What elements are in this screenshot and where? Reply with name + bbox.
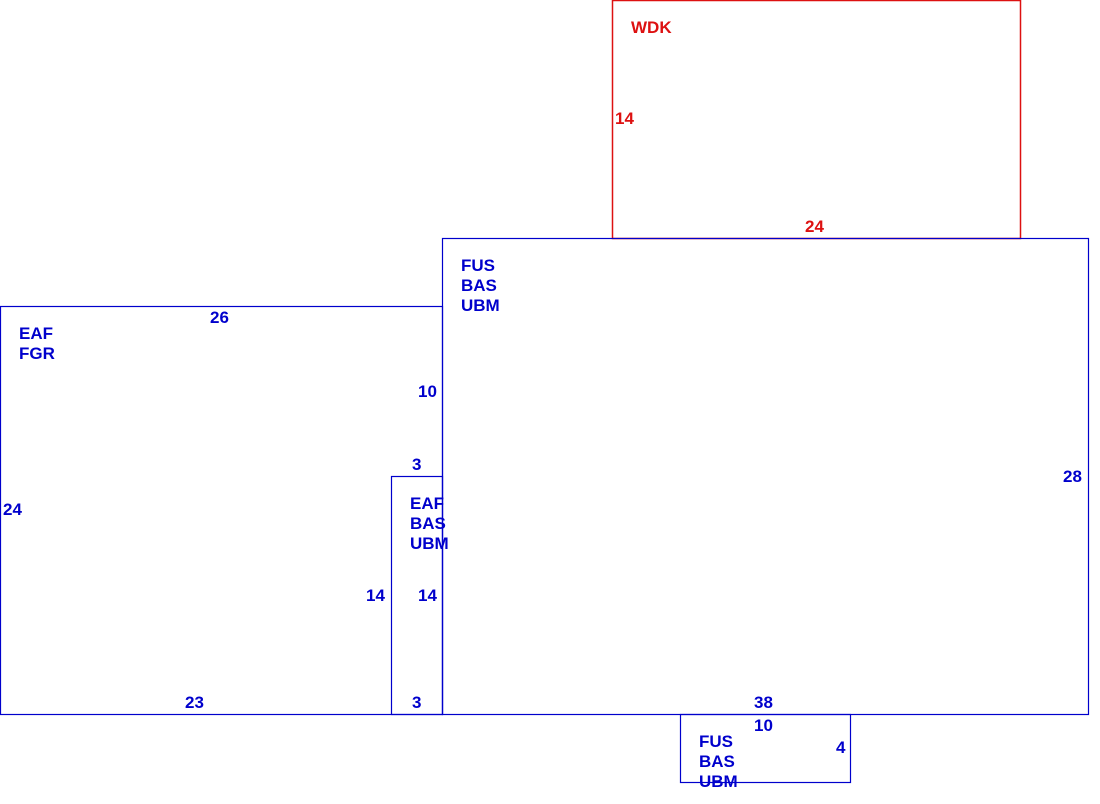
room-left-dim-top: 26 bbox=[210, 308, 229, 327]
room-main-label-line-3: UBM bbox=[461, 296, 500, 315]
room-bottom-label-line-1: FUS bbox=[699, 732, 733, 751]
room-narrow-label-line-3: UBM bbox=[410, 534, 449, 553]
room-left-dim-bottom: 23 bbox=[185, 693, 204, 712]
room-wdk: WDK 14 24 bbox=[611, 0, 1022, 240]
room-bottom-label-line-2: BAS bbox=[699, 752, 735, 771]
room-left-dim-left: 24 bbox=[3, 500, 22, 519]
room-bottom-outline bbox=[679, 713, 852, 784]
room-left-dim-right-upper: 10 bbox=[418, 382, 437, 401]
room-main-label-line-1: FUS bbox=[461, 256, 495, 275]
room-narrow-dim-bottom: 3 bbox=[412, 693, 421, 712]
room-main-dim-bottom: 38 bbox=[754, 693, 773, 712]
room-left-outline bbox=[0, 305, 444, 716]
room-bottom-dim-top: 10 bbox=[754, 716, 773, 735]
room-main-label-line-2: BAS bbox=[461, 276, 497, 295]
room-bottom-label-line-3: UBM bbox=[699, 772, 738, 791]
room-narrow-label-line-1: EAF bbox=[410, 494, 444, 513]
room-bottom: 10 4 FUS BAS UBM bbox=[679, 713, 852, 791]
room-narrow: EAF BAS UBM 3 14 14 3 bbox=[366, 455, 449, 716]
room-wdk-dim-left: 14 bbox=[615, 109, 634, 128]
room-main-dim-right: 28 bbox=[1063, 467, 1082, 486]
room-bottom-dim-right: 4 bbox=[836, 738, 846, 757]
room-left-label-line-2: FGR bbox=[19, 344, 55, 363]
room-narrow-dim-top: 3 bbox=[412, 455, 421, 474]
room-wdk-dim-bottom: 24 bbox=[805, 217, 824, 236]
room-left-label-line-1: EAF bbox=[19, 324, 53, 343]
room-wdk-label-line-1: WDK bbox=[631, 18, 672, 37]
room-narrow-dim-right: 14 bbox=[418, 586, 437, 605]
room-main: FUS BAS UBM 28 38 bbox=[441, 237, 1090, 716]
room-narrow-dim-left: 14 bbox=[366, 586, 385, 605]
room-left: EAF FGR 26 24 23 10 bbox=[0, 305, 444, 716]
room-wdk-outline bbox=[611, 0, 1022, 240]
room-main-outline bbox=[441, 237, 1090, 716]
room-narrow-label-line-2: BAS bbox=[410, 514, 446, 533]
